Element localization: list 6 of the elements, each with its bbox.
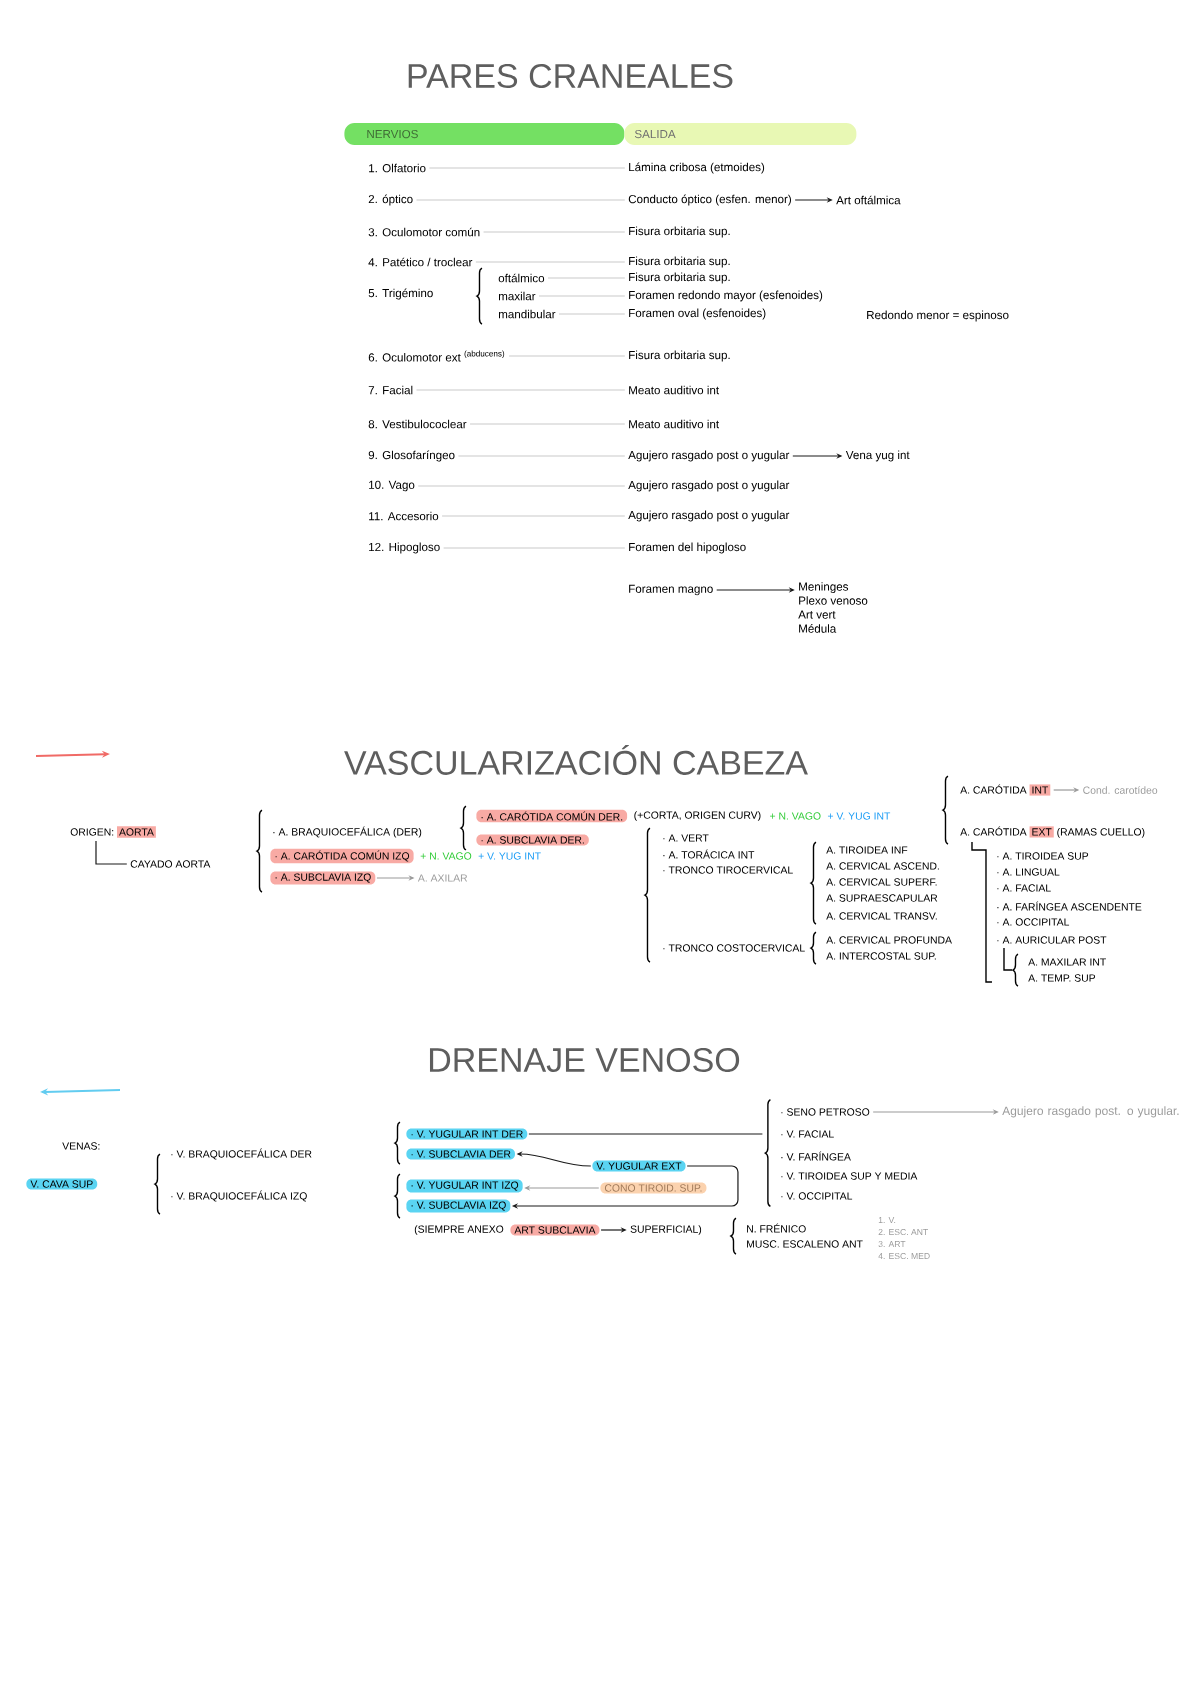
connector-line [528, 1133, 763, 1135]
section-heading: PARES CRANEALES [403, 62, 737, 91]
section-heading: DRENAJE VENOSO [425, 1045, 743, 1075]
curly-bracket [764, 1098, 772, 1208]
connector-line [95, 840, 128, 865]
section-heading: VASCULARIZACIÓN CABEZA [341, 743, 811, 777]
